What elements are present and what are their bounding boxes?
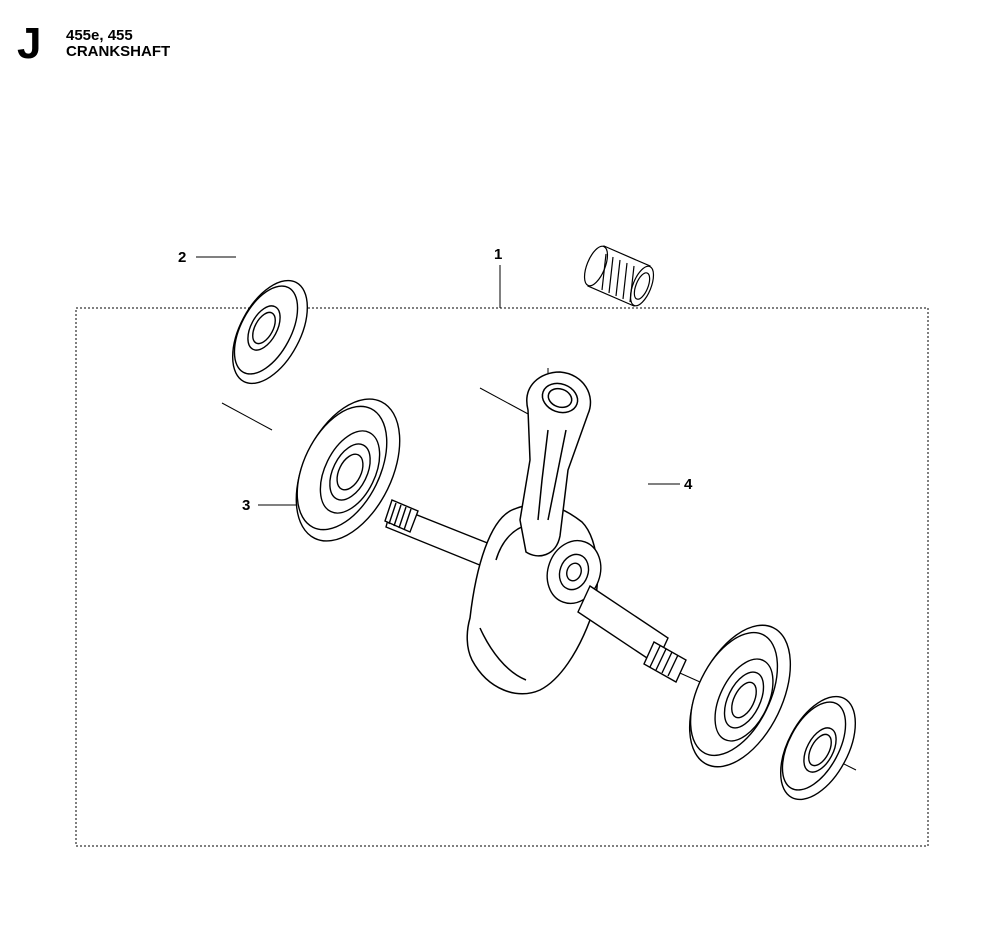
crank-pin	[546, 539, 602, 605]
crankshaft-left-shaft	[384, 499, 501, 571]
crankshaft-right-shaft	[577, 584, 687, 683]
callout-1: 1	[494, 246, 502, 263]
model-numbers: 455e, 455	[66, 27, 133, 44]
seal-upper	[231, 279, 309, 385]
bearing-upper	[295, 398, 401, 542]
bearing-lower	[688, 624, 792, 768]
page-title: CRANKSHAFT	[66, 43, 171, 60]
needle-bearing	[583, 245, 655, 307]
connecting-rod	[519, 371, 592, 557]
kit-boundary	[75, 307, 929, 847]
callout-4: 4	[684, 476, 693, 493]
seal-lower	[779, 695, 857, 801]
section-letter: J	[17, 19, 42, 68]
callout-3: 3	[242, 497, 250, 514]
header-text: 455e, 455 CRANKSHAFT	[66, 28, 170, 60]
callout-2: 2	[178, 249, 186, 266]
